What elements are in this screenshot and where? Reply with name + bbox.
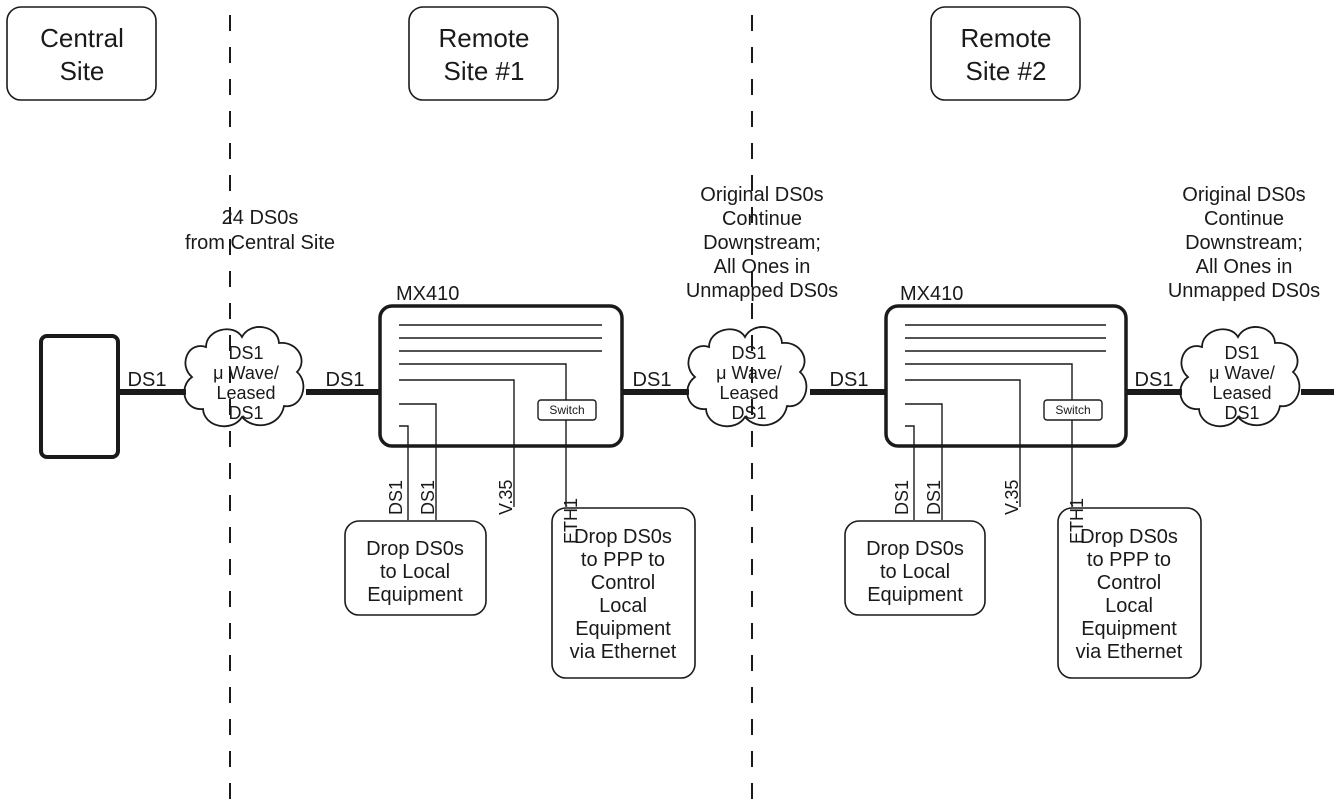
ds1-cloud-remote-1: DS1 μ Wave/ Leased DS1 [686,326,808,428]
svg-text:All Ones in: All Ones in [714,256,811,278]
svg-text:Downstream;: Downstream; [703,232,821,254]
switch-box: Switch [537,399,597,421]
remote-site-1-box: Remote Site #1 [408,6,559,101]
mx410-device-2: MX410 Switch DS1 DS1 V.35 ETH1 [884,283,1128,544]
svg-text:Leased: Leased [216,383,275,403]
svg-text:Switch: Switch [549,403,584,417]
device-name-label: MX410 [900,283,963,305]
drop-local-box-1: Drop DS0s to Local Equipment [344,520,487,616]
downstream-note-2: Original DS0s Continue Downstream; All O… [1168,184,1320,302]
svg-text:Original DS0s: Original DS0s [1182,184,1305,206]
svg-text:μ Wave/: μ Wave/ [1209,363,1275,383]
port-label-v35: V.35 [496,480,516,515]
central-site-line-1: Central [40,23,124,53]
port-label-ds1: DS1 [418,480,438,515]
port-label-ds1: DS1 [386,480,406,515]
drop-ppp-box-2: Drop DS0s to PPP to Control Local Equipm… [1057,507,1202,679]
svg-text:DS1: DS1 [228,403,263,423]
svg-text:Switch: Switch [1055,403,1090,417]
svg-text:Equipment: Equipment [575,618,671,640]
svg-text:DS1: DS1 [228,343,263,363]
port-label-v35: V.35 [1002,480,1022,515]
svg-text:Unmapped DS0s: Unmapped DS0s [1168,280,1320,302]
svg-text:Equipment: Equipment [367,584,463,606]
svg-text:Local: Local [599,595,647,617]
mx410-device-1: MX410 Switch DS1 DS1 V.35 ETH1 [378,283,624,544]
ds1-cloud-central: DS1 μ Wave/ Leased DS1 [183,326,305,428]
svg-text:Original DS0s: Original DS0s [700,184,823,206]
drop-local-box-2: Drop DS0s to Local Equipment [844,520,986,616]
svg-text:Continue: Continue [1204,208,1284,230]
svg-text:Drop DS0s: Drop DS0s [574,526,672,548]
svg-text:Unmapped DS0s: Unmapped DS0s [686,280,838,302]
drop-ppp-box-1: Drop DS0s to PPP to Control Local Equipm… [551,507,696,679]
svg-text:Control: Control [591,572,655,594]
remote-site-1-line-2: Site #1 [444,56,525,86]
svg-text:Leased: Leased [1212,383,1271,403]
central-terminal-box [39,334,120,459]
remote-site-2-box: Remote Site #2 [930,6,1081,101]
svg-text:Leased: Leased [719,383,778,403]
svg-text:to Local: to Local [380,561,450,583]
link-label-ds1: DS1 [326,369,365,391]
svg-text:via Ethernet: via Ethernet [1076,641,1183,663]
link-label-ds1: DS1 [128,369,167,391]
central-ds0-note: 24 DS0s from Central Site [185,207,335,254]
port-label-ds1: DS1 [892,480,912,515]
downstream-note-1: Original DS0s Continue Downstream; All O… [686,184,838,302]
port-label-eth1: ETH1 [561,498,581,544]
svg-text:μ Wave/: μ Wave/ [213,363,279,383]
svg-text:Local: Local [1105,595,1153,617]
svg-text:Continue: Continue [722,208,802,230]
svg-text:DS1: DS1 [731,403,766,423]
switch-box: Switch [1043,399,1103,421]
svg-text:Drop DS0s: Drop DS0s [1080,526,1178,548]
central-site-box: Central Site [6,6,157,101]
remote-site-1-line-1: Remote [438,23,529,53]
link-label-ds1: DS1 [1135,369,1174,391]
remote-site-2-line-2: Site #2 [966,56,1047,86]
svg-text:via Ethernet: via Ethernet [570,641,677,663]
svg-text:24 DS0s: 24 DS0s [222,207,299,229]
remote-site-2-line-1: Remote [960,23,1051,53]
svg-text:Equipment: Equipment [1081,618,1177,640]
port-label-eth1: ETH1 [1067,498,1087,544]
svg-text:Equipment: Equipment [867,584,963,606]
ds1-cloud-remote-2: DS1 μ Wave/ Leased DS1 [1179,326,1301,428]
svg-text:Drop DS0s: Drop DS0s [366,538,464,560]
svg-text:to PPP to: to PPP to [581,549,665,571]
svg-text:DS1: DS1 [731,343,766,363]
svg-text:DS1: DS1 [1224,343,1259,363]
svg-text:from Central Site: from Central Site [185,232,335,254]
central-site-line-2: Site [60,56,105,86]
svg-text:DS1: DS1 [1224,403,1259,423]
link-label-ds1: DS1 [830,369,869,391]
svg-text:to PPP to: to PPP to [1087,549,1171,571]
link-label-ds1: DS1 [633,369,672,391]
svg-text:μ Wave/: μ Wave/ [716,363,782,383]
port-label-ds1: DS1 [924,480,944,515]
svg-text:Drop DS0s: Drop DS0s [866,538,964,560]
svg-text:All Ones in: All Ones in [1196,256,1293,278]
svg-text:to Local: to Local [880,561,950,583]
svg-text:Downstream;: Downstream; [1185,232,1303,254]
svg-text:Control: Control [1097,572,1161,594]
device-name-label: MX410 [396,283,459,305]
